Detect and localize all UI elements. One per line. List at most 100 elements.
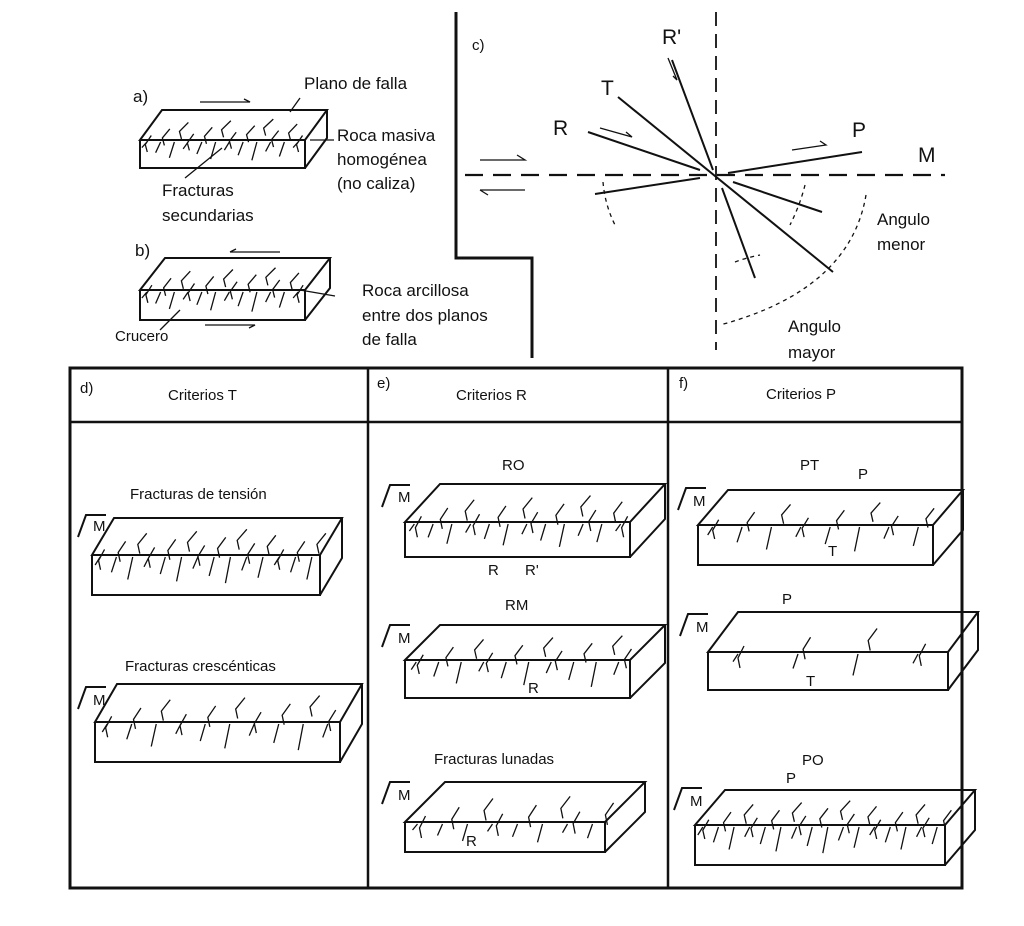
- block-a: [138, 109, 329, 169]
- block-outline: [402, 483, 668, 558]
- fracture-marks: [408, 495, 629, 548]
- block-ro: [381, 483, 668, 558]
- criteria-table: [68, 366, 964, 890]
- m-fault-label: M: [398, 787, 411, 804]
- p-label: P: [786, 770, 796, 787]
- r-prime-label: R': [525, 562, 539, 579]
- column-f-tag: f): [679, 375, 688, 392]
- block-sketches: [77, 109, 980, 866]
- roca-masiva-label: (no caliza): [337, 174, 415, 193]
- block-outline: [692, 789, 978, 866]
- t-label: T: [828, 543, 837, 560]
- fracture-marks: [94, 528, 327, 584]
- block-pt: [677, 487, 966, 566]
- t-fracture-line: [617, 96, 834, 273]
- fault-symbol-icon: [381, 781, 410, 805]
- r-label: R: [528, 680, 539, 697]
- angle-arcs: [602, 181, 867, 326]
- block-outline: [93, 683, 364, 763]
- m-fault-label: M: [93, 692, 106, 709]
- angulo-menor-label: menor: [877, 235, 926, 254]
- r-label: R: [466, 833, 477, 850]
- block-outline: [90, 517, 344, 596]
- r-label: R: [553, 117, 568, 140]
- block-rm: [381, 624, 668, 699]
- angulo-menor-label: Angulo: [877, 210, 930, 229]
- column-e-title: Criterios R: [456, 387, 527, 404]
- shear-arrows: [200, 98, 280, 329]
- pt-title: PT: [800, 457, 819, 474]
- roca-arcillosa-label: entre dos planos: [362, 306, 488, 325]
- fault-symbol-icon: [381, 624, 410, 648]
- block-outline: [695, 489, 966, 566]
- fracture-marks: [732, 628, 927, 676]
- column-d-tag: d): [80, 380, 93, 397]
- m-fault-label: M: [696, 619, 709, 636]
- block-lunadas: [381, 781, 648, 853]
- fracturas-tension-title: Fracturas de tensión: [130, 486, 267, 503]
- fracture-marks: [412, 795, 615, 843]
- fracturas-lunadas-title: Fracturas lunadas: [434, 751, 554, 768]
- r-shear-line: [732, 181, 823, 213]
- fracture-marks: [697, 800, 952, 854]
- block-po: [673, 787, 978, 866]
- fault-symbol-icon: [677, 487, 706, 511]
- p-label: P: [852, 119, 866, 142]
- block-outline: [402, 781, 648, 853]
- m-fault-label: M: [690, 793, 703, 810]
- p-label: P: [782, 591, 792, 608]
- roca-arcillosa-label: Roca arcillosa: [362, 281, 469, 300]
- t-label: T: [601, 77, 614, 100]
- r-label: R: [488, 562, 499, 579]
- block-outline: [706, 611, 980, 691]
- fault-symbol-icon: [77, 686, 106, 710]
- m-fault-label: M: [398, 630, 411, 647]
- plano-de-falla-label: Plano de falla: [304, 74, 408, 93]
- p-shear-line: [594, 151, 863, 195]
- fault-symbol-icon: [381, 484, 410, 508]
- block-b: [137, 257, 333, 321]
- panel-c-tag: c): [472, 37, 485, 54]
- column-d-title: Criterios T: [168, 387, 237, 404]
- fault-symbol-icon: [679, 613, 708, 637]
- crucero-label: Crucero: [115, 328, 168, 345]
- m-fault-label: M: [93, 518, 106, 535]
- roca-masiva-label: homogénea: [337, 150, 427, 169]
- t-label: T: [806, 673, 815, 690]
- block-tension: [77, 514, 344, 596]
- fracture-marks: [141, 118, 304, 161]
- fault-symbol-icon: [77, 514, 106, 538]
- r-shear-line: [587, 131, 701, 171]
- riedel-shear-diagram: c) R' T R P M Angulo menor Angulo mayor: [465, 12, 945, 362]
- angulo-mayor-label: mayor: [788, 343, 836, 362]
- block-p: [679, 611, 980, 691]
- angulo-mayor-label: Angulo: [788, 317, 841, 336]
- panel-c-border: [454, 12, 534, 358]
- r-prime-shear-line: [671, 59, 756, 279]
- p-label: P: [858, 466, 868, 483]
- fracture-marks: [410, 635, 633, 688]
- column-f-title: Criterios P: [766, 386, 836, 403]
- fracture-marks: [707, 502, 935, 552]
- sense-arrows: [479, 57, 828, 196]
- fracture-marks: [101, 695, 337, 751]
- po-title: PO: [802, 752, 824, 769]
- r-prime-label: R': [662, 26, 681, 49]
- fracturas-secundarias-label: secundarias: [162, 206, 254, 225]
- column-e-tag: e): [377, 375, 390, 392]
- m-fault-label: M: [693, 493, 706, 510]
- fracturas-secundarias-label: Fracturas: [162, 181, 234, 200]
- m-fault-label: M: [398, 489, 411, 506]
- fault-symbol-icon: [673, 787, 702, 811]
- m-label: M: [918, 144, 936, 167]
- ro-title: RO: [502, 457, 525, 474]
- panel-a-tag: a): [133, 87, 148, 106]
- roca-arcillosa-label: de falla: [362, 330, 417, 349]
- fracture-marks: [141, 267, 304, 312]
- block-outline: [402, 624, 668, 699]
- fracturas-crescenticas-title: Fracturas crescénticas: [125, 658, 276, 675]
- block-outline: [138, 109, 329, 169]
- leader-lines: [159, 97, 336, 331]
- block-crescent: [77, 683, 364, 763]
